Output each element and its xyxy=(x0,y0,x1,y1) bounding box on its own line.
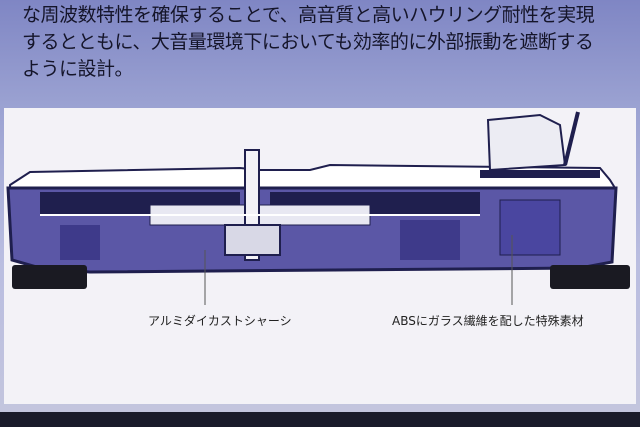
inner-block-2 xyxy=(400,220,460,260)
inner-block-3 xyxy=(499,199,561,256)
slide-caption: な周波数特性を確保することで、高音質と高いハウリング耐性を実現 するとともに、大… xyxy=(22,2,632,83)
foot-left xyxy=(12,265,87,289)
caption-line-2: するとともに、大音量環境下においても効率的に外部振動を遮断する xyxy=(22,31,594,53)
inner-block-1 xyxy=(60,225,100,260)
foot-right xyxy=(550,265,630,289)
screen-bottom-edge xyxy=(0,412,640,427)
motor xyxy=(224,224,281,256)
caption-line-3: ように設計。 xyxy=(22,58,134,80)
tonearm-base xyxy=(486,113,567,172)
label-abs-glass-fiber: ABSにガラス繊維を配した特殊素材 xyxy=(392,314,584,328)
caption-line-1: な周波数特性を確保することで、高音質と高いハウリング耐性を実現 xyxy=(22,4,595,26)
tonearm xyxy=(563,111,580,166)
label-aluminum-chassis: アルミダイカストシャーシ xyxy=(148,314,292,328)
